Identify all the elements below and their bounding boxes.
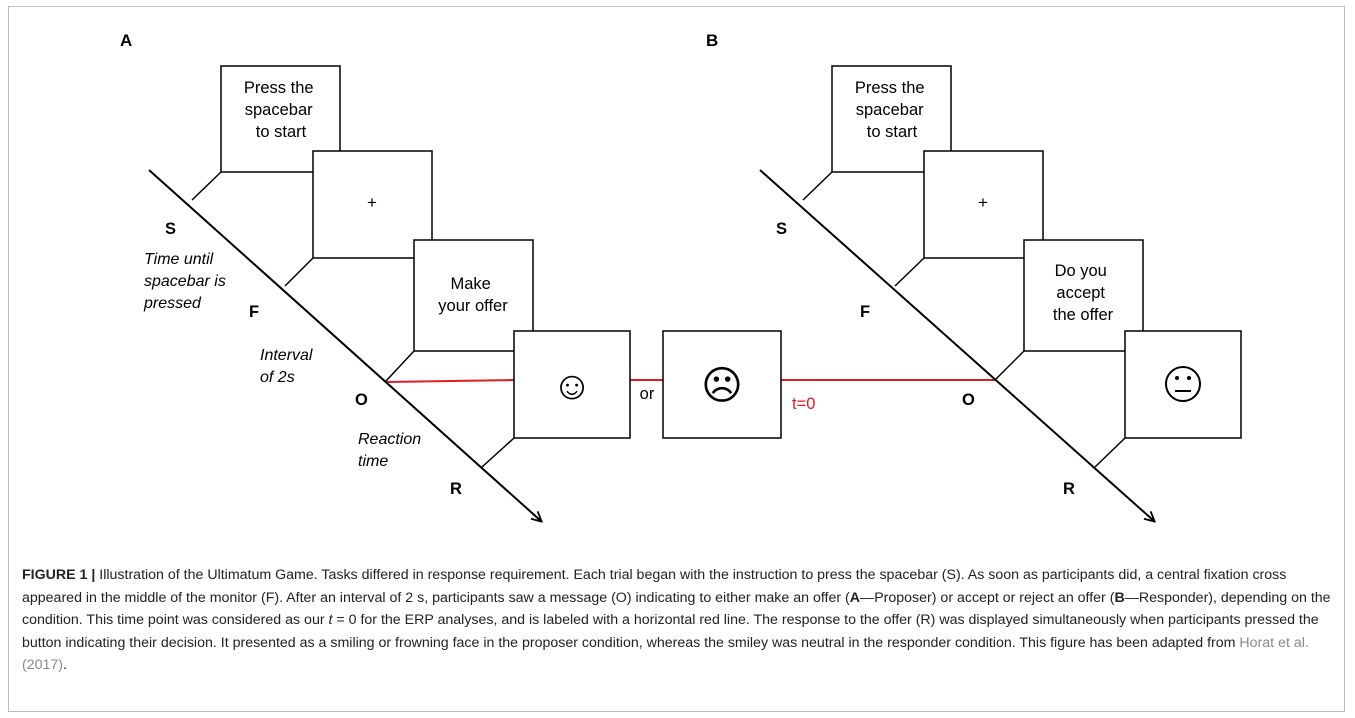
panel-b-timeline-arrow	[759, 169, 1154, 521]
frowning-face-icon: ☹	[701, 364, 743, 408]
panel-a-connector-f	[284, 257, 314, 287]
caption-ref-a: A	[849, 589, 861, 606]
note-interval: Interval of 2s	[260, 347, 317, 386]
panel-a-screen-offer	[413, 239, 534, 352]
panel-b-connector-s	[802, 171, 833, 201]
panel-b-screen-fixation	[923, 150, 1044, 259]
panel-b-connector-f	[894, 257, 925, 287]
panel-b-screen-offer	[1023, 239, 1144, 352]
ultimatum-game-diagram: A Press the spacebar to start + Make you…	[120, 31, 1242, 560]
panel-a-connector-o	[385, 350, 415, 382]
caption-text-1: Illustration of the Ultimatum Game. Task…	[22, 567, 1287, 606]
caption-text-3: —Responder), depending on the condition.…	[22, 589, 1331, 629]
panel-a-connector-r	[481, 437, 515, 468]
t0-label: t=0	[792, 395, 815, 413]
panel-a-connector-s	[191, 171, 222, 201]
note-reaction-time: Reaction time	[358, 431, 426, 470]
panel-a-letter: A	[120, 31, 132, 50]
panel-b: B Press the spacebar to start + Do you a…	[706, 31, 1242, 521]
panel-a: A Press the spacebar to start + Make you…	[120, 31, 815, 521]
citation-link[interactable]: Horat et al. (2017)	[22, 634, 1309, 674]
panel-a-screen-fixation	[312, 150, 433, 259]
panel-b-label-s: S	[776, 220, 787, 238]
caption-text-2: —Proposer) or accept or reject an offer …	[860, 589, 1115, 606]
panel-b-screen-start-text: Press the spacebar to start	[855, 79, 929, 141]
panel-b-fixation-cross: +	[978, 193, 988, 212]
t0-red-line-left	[385, 379, 515, 383]
panel-b-label-o: O	[962, 391, 975, 409]
panel-a-label-r: R	[450, 480, 462, 498]
panel-a-fixation-cross: +	[367, 193, 377, 212]
panel-a-timeline-arrow	[148, 169, 541, 521]
panel-a-screen-start-text: Press the spacebar to start	[244, 79, 318, 141]
panel-b-letter: B	[706, 31, 718, 50]
panel-b-label-r: R	[1063, 480, 1075, 498]
figure-caption: FIGURE 1 | Illustration of the Ultimatum…	[22, 564, 1337, 677]
figure-frame	[8, 6, 1345, 712]
panel-b-label-f: F	[860, 303, 870, 321]
smiling-face-icon: ☺	[552, 364, 593, 408]
panel-b-screen-offer-text: Do you accept the offer	[1053, 262, 1114, 324]
panel-b-screen-response	[1124, 330, 1242, 439]
caption-t-variable: t	[328, 612, 333, 628]
panel-a-screen-response	[513, 330, 631, 439]
panel-a-label-s: S	[165, 220, 176, 238]
panel-a-label-f: F	[249, 303, 259, 321]
panel-b-connector-o	[994, 350, 1025, 381]
panel-a-label-o: O	[355, 391, 368, 409]
caption-ref-b: B	[1114, 589, 1125, 606]
figure-label: FIGURE 1 |	[22, 567, 96, 583]
note-time-until-spacebar: Time until spacebar is pressed	[143, 251, 230, 312]
caption-text-4: = 0 for the ERP analyses, and is labeled…	[22, 612, 1319, 651]
neutral-face-icon	[1165, 366, 1201, 402]
or-label: or	[640, 385, 655, 403]
panel-a-screen-offer-text: Make your offer	[438, 275, 508, 315]
panel-a-screen-response-alt	[662, 330, 782, 439]
panel-b-connector-r	[1094, 437, 1126, 468]
caption-end: .	[63, 657, 67, 673]
